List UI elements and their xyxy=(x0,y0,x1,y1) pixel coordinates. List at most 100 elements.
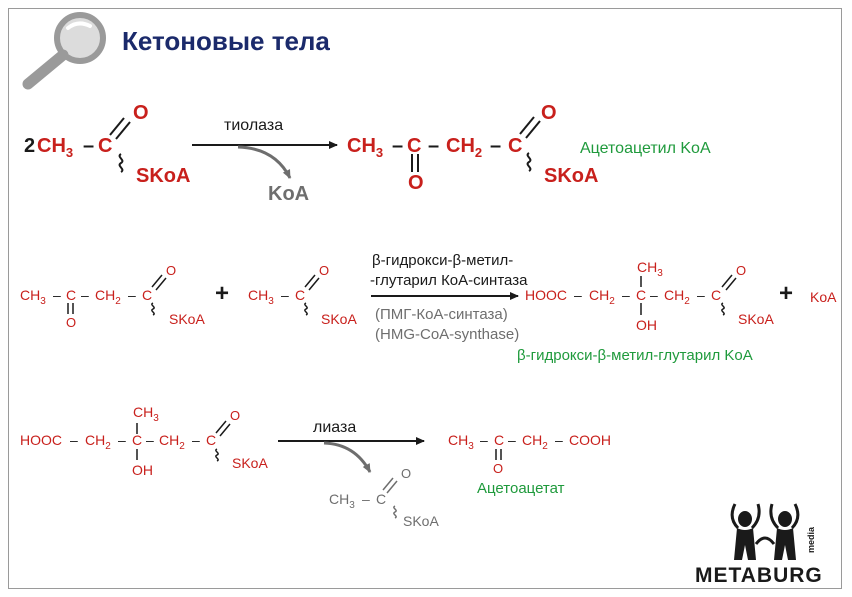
r2-reactant2-bonds xyxy=(304,274,320,316)
r2-r1-dash1: – xyxy=(53,287,61,303)
r1-reactant-ch3: CH3 xyxy=(37,135,74,160)
r1-byproduct-arrow xyxy=(237,145,292,179)
r2-p-dash4: – xyxy=(697,287,705,303)
r3-p-carbon: C xyxy=(494,432,505,448)
r2-product-bonds xyxy=(640,274,737,316)
r2-r1-dash3: – xyxy=(128,287,136,303)
r2-p-ch2a: CH2 xyxy=(589,287,615,307)
r2-product-name: β-гидрокси-β-метил-глутарил KoA xyxy=(517,347,753,364)
r1-reactant-oxygen: O xyxy=(133,102,149,124)
r2-p-hooc: HOOC xyxy=(525,287,567,303)
r3-r-carbon-end: C xyxy=(206,432,217,448)
r1-product-ch2: CH2 xyxy=(446,135,483,160)
r1-coefficient: 2 xyxy=(24,135,36,157)
r1-byproduct: KoA xyxy=(268,183,310,205)
logo-tag: media xyxy=(806,526,816,553)
r3-b-skoa: SKoA xyxy=(403,513,439,529)
r2-p-methyl: CH3 xyxy=(637,259,663,279)
r1-product-name: Ацетоацетил KoA xyxy=(580,140,711,157)
r2-p-ch2b: CH2 xyxy=(664,287,690,307)
r2-r1-carbon1: C xyxy=(66,287,77,303)
r1-enzyme-label: тиолаза xyxy=(224,117,284,134)
r2-p-hydroxyl: OH xyxy=(636,317,657,333)
r2-byproduct: KoA xyxy=(810,289,837,305)
logo-text: METABURG xyxy=(695,564,823,587)
r2-enzyme-line3: (ПМГ-КоА-синтаза) xyxy=(375,306,508,323)
r3-r-ch2b: CH2 xyxy=(159,432,185,452)
r3-p-ch2: CH2 xyxy=(522,432,548,452)
page-title: Кетоновые тела xyxy=(122,26,330,56)
r1-product-skoa: SKoA xyxy=(544,165,599,187)
r1-product-carbon1: C xyxy=(407,135,422,157)
r2-p-dash2: – xyxy=(622,287,630,303)
r2-r2-carbon: C xyxy=(295,287,306,303)
r2-r1-ch3: CH3 xyxy=(20,287,46,307)
r3-r-oxygen: O xyxy=(230,408,241,423)
r1-product-keto-oxygen: O xyxy=(408,172,424,194)
r3-p-keto-oxygen: O xyxy=(493,461,504,476)
diagram-frame xyxy=(8,8,842,589)
r2-r2-ch3: CH3 xyxy=(248,287,274,307)
r1-product-ch3: CH3 xyxy=(347,135,384,160)
r3-r-hooc: HOOC xyxy=(20,432,62,448)
r1-reactant-carbon: C xyxy=(98,135,113,157)
r3-product-name: Ацетоацетат xyxy=(477,480,565,497)
r3-b-dash: – xyxy=(362,491,370,507)
r3-p-ch3: CH3 xyxy=(448,432,474,452)
r1-product-bonds xyxy=(411,116,541,172)
r2-enzyme-line1: β-гидрокси-β-метил- xyxy=(372,252,514,269)
r3-byproduct-arrow xyxy=(323,441,372,473)
r3-p-dash1: – xyxy=(480,432,488,448)
r3-b-ch3: CH3 xyxy=(329,491,355,511)
r3-b-oxygen: O xyxy=(401,466,412,481)
r1-reactant-dash: – xyxy=(83,135,95,157)
r2-p-skoa: SKoA xyxy=(738,311,774,327)
r2-r2-oxygen: O xyxy=(319,263,330,278)
r3-p-dash3: – xyxy=(555,432,563,448)
r3-r-methyl: CH3 xyxy=(133,404,159,424)
r2-r1-dash2: – xyxy=(81,287,89,303)
r1-product-oxygen: O xyxy=(541,102,557,124)
r2-plus-1: + xyxy=(215,280,230,307)
r2-r1-oxygen: O xyxy=(166,263,177,278)
magnifier-icon xyxy=(22,12,106,90)
r3-b-carbon: C xyxy=(376,491,387,507)
r2-p-dash1: – xyxy=(574,287,582,303)
r2-p-oxygen: O xyxy=(736,263,747,278)
r3-r-ch2a: CH2 xyxy=(85,432,111,452)
r2-plus-2: + xyxy=(779,280,794,307)
r2-reactant1-bonds xyxy=(67,274,167,316)
r2-r1-keto-oxygen: O xyxy=(66,315,77,330)
r2-r2-dash: – xyxy=(281,287,289,303)
r1-product-dash2: – xyxy=(428,135,440,157)
r2-p-carbon-center: C xyxy=(636,287,647,303)
r3-r-dash2: – xyxy=(118,432,126,448)
r3-enzyme-label: лиаза xyxy=(313,419,357,436)
r3-reactant-bonds xyxy=(136,420,231,462)
r3-r-hydroxyl: OH xyxy=(132,462,153,478)
metaburg-figures-icon xyxy=(730,503,800,560)
r3-r-dash3: – xyxy=(146,432,154,448)
r3-p-cooh: COOH xyxy=(569,432,611,448)
r2-r2-skoa: SKoA xyxy=(321,311,357,327)
r3-p-dash2: – xyxy=(508,432,516,448)
r3-r-carbon-center: C xyxy=(132,432,143,448)
r3-r-dash1: – xyxy=(70,432,78,448)
r3-r-skoa: SKoA xyxy=(232,455,268,471)
r1-product-dash3: – xyxy=(490,135,502,157)
r3-product-bonds xyxy=(495,449,502,460)
r2-r1-ch2: CH2 xyxy=(95,287,121,307)
r3-byproduct-bonds xyxy=(382,477,398,519)
r1-reactant-skoa: SKoA xyxy=(136,165,191,187)
r2-enzyme-line4: (HMG-CoA-synthase) xyxy=(375,326,520,343)
r1-product-dash1: – xyxy=(392,135,404,157)
r2-p-carbon-end: C xyxy=(711,287,722,303)
r2-enzyme-line2: -глутарил КоА-синтаза xyxy=(370,272,528,289)
r1-reactant-bonds xyxy=(109,117,131,173)
r1-product-carbon2: C xyxy=(508,135,523,157)
r2-r1-carbon2: C xyxy=(142,287,153,303)
r2-r1-skoa: SKoA xyxy=(169,311,205,327)
r2-p-dash3: – xyxy=(650,287,658,303)
r3-r-dash4: – xyxy=(192,432,200,448)
